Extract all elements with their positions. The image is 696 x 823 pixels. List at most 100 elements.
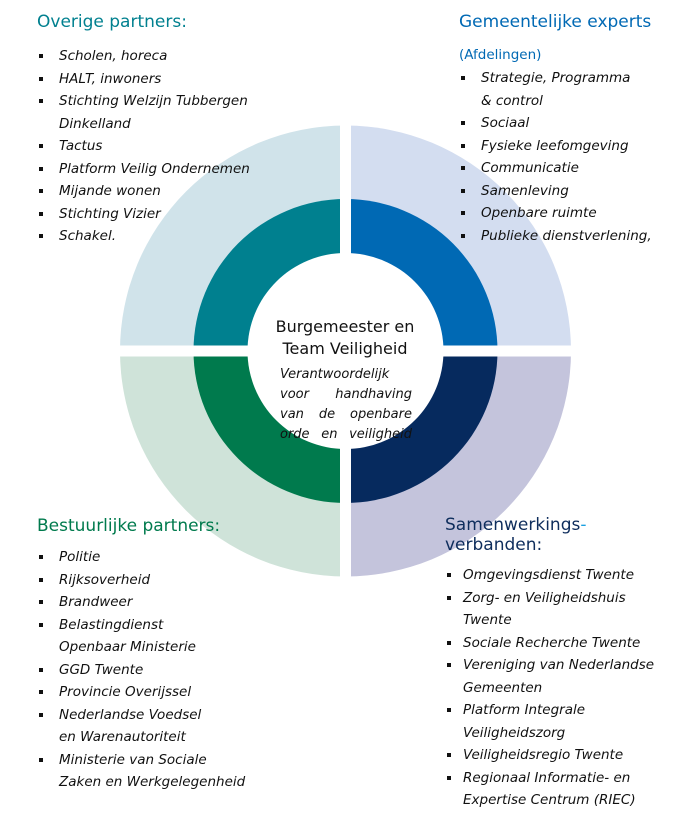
list-item: Regionaal Informatie- en Expertise Centru… xyxy=(445,767,696,812)
list-item-text: Scholen, horeca xyxy=(59,48,168,64)
square-bullet-icon xyxy=(447,663,451,667)
list-item-text: Platform Veilig Ondernemen xyxy=(59,160,250,177)
heading-line-2: verbanden: xyxy=(445,535,543,555)
square-bullet-icon xyxy=(447,775,451,780)
square-bullet-icon xyxy=(461,143,465,148)
square-bullet-icon xyxy=(39,555,43,559)
square-bullet-icon xyxy=(461,233,465,238)
heading-hyphen: - xyxy=(580,515,587,535)
list-item-text: Twente xyxy=(463,612,512,628)
list-item: Brandweer xyxy=(37,591,337,614)
square-bullet-icon xyxy=(447,595,451,600)
list-item-text: Vereniging van Nederlandse xyxy=(463,657,655,673)
list-item: Platform Veilig Ondernemen xyxy=(37,158,337,181)
gemeentelijke-experts-heading: Gemeentelijke experts xyxy=(459,12,652,32)
square-bullet-icon xyxy=(39,234,43,238)
square-bullet-icon xyxy=(447,708,451,712)
list-item-text: Omgevingsdienst Twente xyxy=(463,567,634,583)
list-item: Stichting Vizier xyxy=(37,203,337,226)
square-bullet-icon xyxy=(39,690,43,694)
list-item-text: & control xyxy=(481,92,543,109)
center-description-line: van de openbare xyxy=(280,407,412,422)
list-item-text: Zaken en Werkgelegenheid xyxy=(59,774,246,790)
square-bullet-icon xyxy=(39,189,43,193)
list-item-text: Platform Integrale xyxy=(463,702,586,718)
list-item-text: Mijande wonen xyxy=(59,183,161,199)
square-bullet-icon xyxy=(39,600,43,604)
list-item-text: Regionaal Informatie- en xyxy=(463,769,631,786)
center-circle xyxy=(247,253,444,449)
list-item-text: Communicatie xyxy=(481,160,579,176)
square-bullet-icon xyxy=(39,622,43,627)
list-item-text: Sociale Recherche Twente xyxy=(463,634,641,651)
list-item-text: Stichting Vizier xyxy=(59,205,161,222)
list-item: GGD Twente xyxy=(37,659,337,682)
list-item-text: Dinkelland xyxy=(59,115,131,132)
list-item-text: Rijksoverheid xyxy=(59,571,151,588)
samenwerkingsverbanden-heading: Samenwerkings- verbanden: xyxy=(445,515,696,555)
square-bullet-icon xyxy=(39,667,43,672)
square-bullet-icon xyxy=(461,76,465,80)
list-item-text: Samenleving xyxy=(481,182,569,199)
square-bullet-icon xyxy=(39,144,43,148)
list-item: Veiligheidsregio Twente xyxy=(445,744,696,767)
list-item-text: Nederlandse Voedsel xyxy=(59,706,202,723)
list-item: Nederlandse Voedsel en Warenautoriteit xyxy=(37,704,337,749)
square-bullet-icon xyxy=(39,54,43,58)
list-item-text: Expertise Centrum (RIEC) xyxy=(463,792,636,808)
list-item: Provincie Overijssel xyxy=(37,681,337,704)
list-item: Schakel. xyxy=(37,225,337,248)
gemeentelijke-experts-subheading: (Afdelingen) xyxy=(459,47,542,63)
square-bullet-icon xyxy=(39,757,43,762)
square-bullet-icon xyxy=(39,577,43,582)
list-item: Publieke dienstverlening, xyxy=(459,225,695,248)
square-bullet-icon xyxy=(39,166,43,171)
samenwerkingsverbanden-block: Samenwerkings- verbanden: Omgevingsdiens… xyxy=(445,515,696,812)
list-item: Sociale Recherche Twente xyxy=(445,632,696,655)
list-item: Samenleving xyxy=(459,180,695,203)
list-item: Strategie, Programma& control xyxy=(459,67,695,112)
list-item-text: Zorg- en Veiligheidshuis xyxy=(463,589,626,606)
center-title: Burgemeester en Team Veiligheid xyxy=(245,316,445,360)
square-bullet-icon xyxy=(39,99,43,103)
center-description: Verantwoordelijk voor handhaving van de … xyxy=(280,365,412,445)
list-item: Scholen, horeca xyxy=(37,45,337,68)
list-item-text: Openbare ruimte xyxy=(481,205,597,221)
list-item-text: Veiligheidsregio Twente xyxy=(463,747,624,763)
list-item-text: Ministerie van Sociale xyxy=(59,751,207,768)
center-description-line: voor handhaving xyxy=(280,387,412,402)
list-item: Mijande wonen xyxy=(37,180,337,203)
list-item-text: Gemeenten xyxy=(463,679,543,696)
center-description-line: orde en veiligheid xyxy=(280,427,412,442)
square-bullet-icon xyxy=(461,121,465,125)
list-item-text: Publieke dienstverlening, xyxy=(481,227,652,244)
square-bullet-icon xyxy=(39,211,43,216)
overige-partners-heading: Overige partners: xyxy=(37,12,187,32)
list-item-text: en Warenautoriteit xyxy=(59,729,186,745)
center-title-line: Team Veiligheid xyxy=(282,339,408,358)
list-item-text: Provincie Overijssel xyxy=(59,684,192,700)
list-item-text: HALT, inwoners xyxy=(59,70,162,87)
square-bullet-icon xyxy=(447,753,451,757)
list-item-text: Sociaal xyxy=(481,115,530,131)
list-item-text: Openbaar Ministerie xyxy=(59,639,196,655)
heading-line-1: Samenwerkings xyxy=(445,515,581,535)
square-bullet-icon xyxy=(39,76,43,81)
center-description-line: Verantwoordelijk xyxy=(280,367,390,382)
list-item-text: Fysieke leefomgeving xyxy=(481,137,629,154)
list-item-text: Tactus xyxy=(59,138,103,154)
square-bullet-icon xyxy=(447,573,451,577)
